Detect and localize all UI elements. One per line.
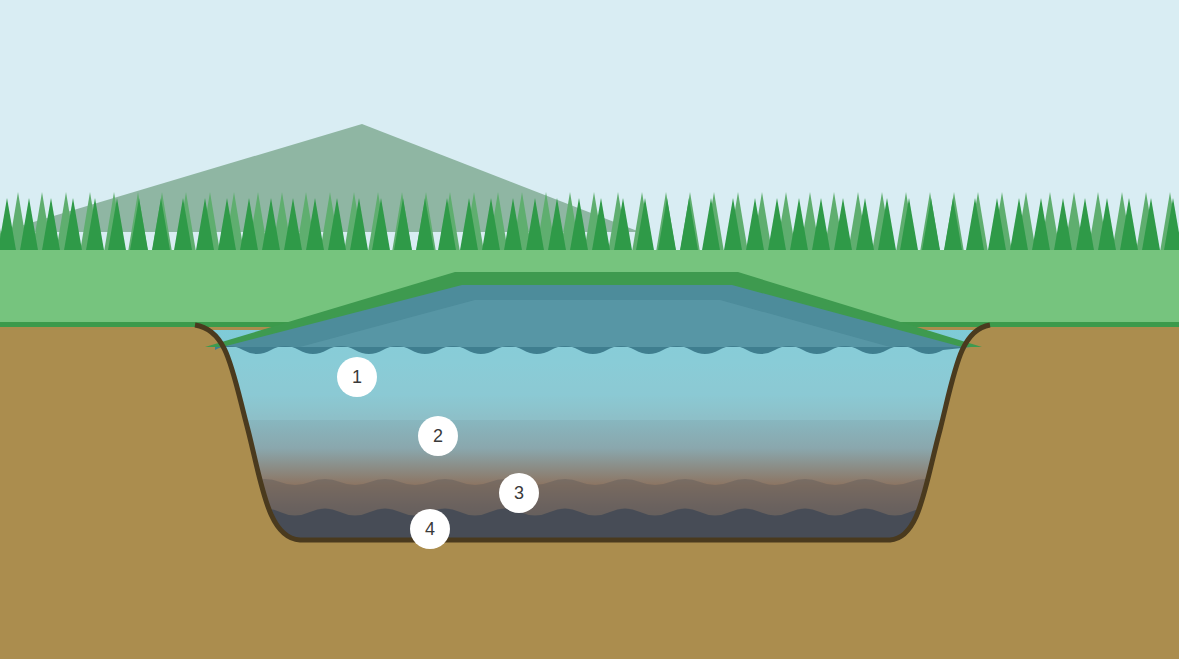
callout-number: 4 — [410, 509, 450, 549]
callout-number: 2 — [418, 416, 458, 456]
callout-number: 3 — [499, 473, 539, 513]
callout-number: 1 — [337, 357, 377, 397]
